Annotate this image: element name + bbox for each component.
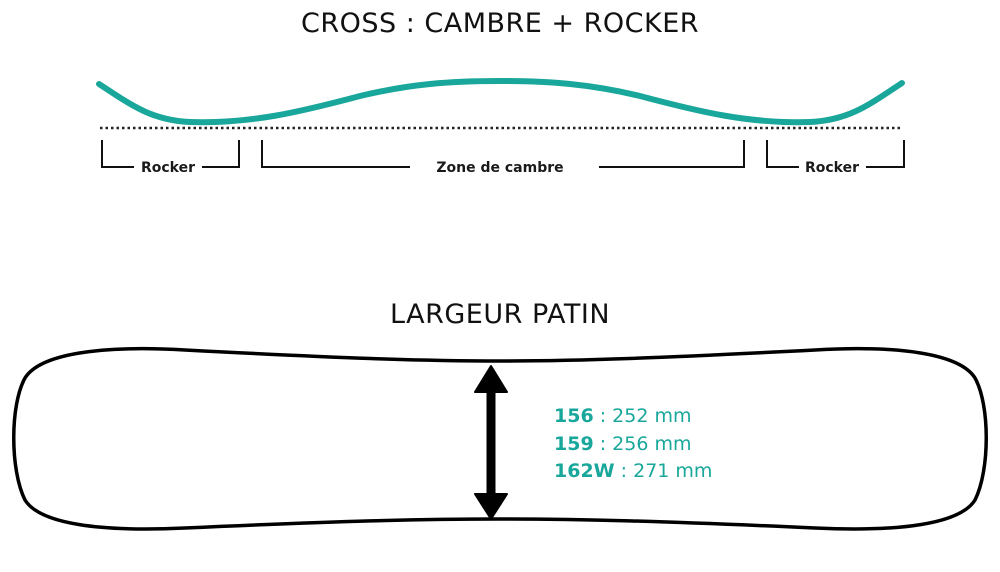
rocker-right-bracket [766,140,905,168]
spec-separator: : [593,433,613,455]
spec-size: 162W [554,460,615,482]
camber-zone-bracket [261,140,745,168]
width-spec-row: 159 : 256 mm [554,433,691,455]
width-spec-row: 162W : 271 mm [554,460,712,482]
rocker-left-label: Rocker [141,160,195,176]
spec-value: 271 mm [633,460,713,482]
spec-size: 156 [554,405,594,427]
camber-zone-label: Zone de cambre [436,160,563,176]
spec-size: 159 [554,433,594,455]
rocker-left-bracket [101,140,240,168]
width-spec-row: 156 : 252 mm [554,405,691,427]
spec-separator: : [614,460,634,482]
spec-value: 256 mm [612,433,692,455]
width-arrow [474,365,508,520]
rocker-right-label: Rocker [805,160,859,176]
width-title: LARGEUR PATIN [389,299,611,330]
spec-separator: : [593,405,613,427]
board-outline [12,346,988,531]
spec-value: 252 mm [612,405,692,427]
board-profile-curve [96,77,905,126]
profile-title: CROSS : CAMBRE + ROCKER [300,8,700,39]
